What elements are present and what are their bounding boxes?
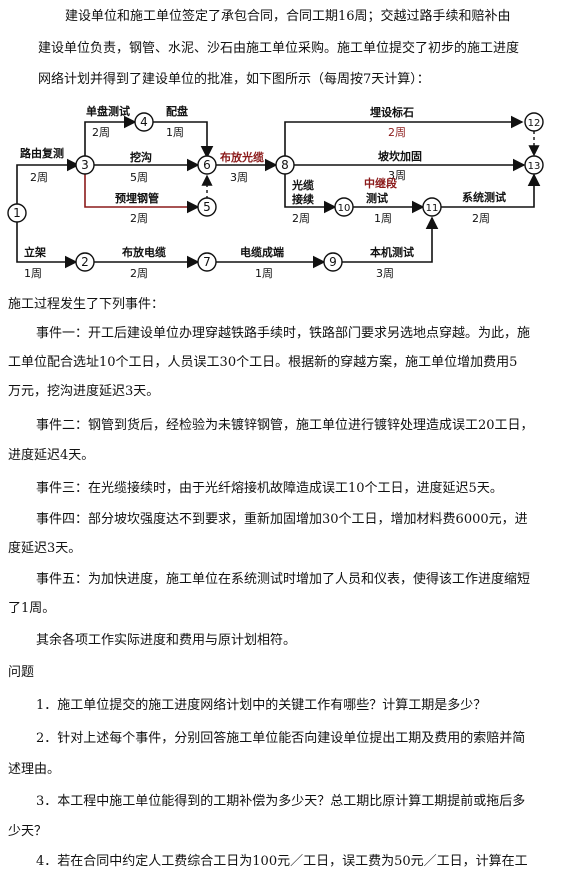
activity-name-local-test: 本机测试 — [370, 245, 414, 259]
activity-name-reel-test: 单盘测试 — [86, 104, 130, 118]
question-1: 1．施工单位提交的施工进度网络计划中的关键工作有哪些？计算工期是多少？ — [36, 698, 487, 713]
node-13: 13 — [528, 161, 541, 172]
node-6: 6 — [203, 158, 211, 172]
node-1: 1 — [13, 206, 21, 220]
activity-duration-trenching: 5周 — [130, 171, 148, 184]
activity-duration-relay-test: 1周 — [374, 212, 392, 225]
activity-name-cable-splicing-1: 光缆 — [291, 178, 314, 192]
activity-duration-system-test: 2周 — [472, 212, 490, 225]
node-5: 5 — [203, 200, 211, 214]
event-5-line-1: 事件五：为加快进度，施工单位在系统测试时增加了人员和仪表，使得该工作进度缩短 — [36, 572, 531, 587]
question-4-line-1: 4．若在合同中约定人工费综合工日为100元／工日，误工费为50元／工日，计算在工 — [36, 854, 528, 869]
activity-name-electric-cable: 布放电缆 — [122, 245, 166, 259]
activity-name-steel-pipe: 预埋钢管 — [115, 191, 159, 205]
edge-1-3 — [16, 158, 80, 204]
node-7: 7 — [203, 255, 211, 269]
activity-duration-local-test: 3周 — [376, 267, 394, 280]
node-2: 2 — [81, 255, 89, 269]
question-3-line-1: 3．本工程中施工单位能得到的工期补偿为多少天？总工期比原计算工期提前或拖后多 — [36, 794, 526, 809]
activity-name-rack-install: 立架 — [24, 245, 46, 259]
edge-4-6 — [153, 121, 214, 159]
intro-line-2: 建设单位负责，钢管、水泥、沙石由施工单位采购。施工单位提交了初步的施工进度 — [38, 41, 520, 56]
event-1-line-1: 事件一：开工后建设单位办理穿越铁路手续时，铁路部门要求另选地点穿越。为此，施 — [36, 326, 531, 341]
node-8: 8 — [281, 158, 289, 172]
edge-8-10 — [284, 174, 337, 214]
activity-name-system-test: 系统测试 — [462, 190, 506, 204]
question-2-line-2: 述理由。 — [8, 762, 61, 777]
activity-duration-cable-termination: 1周 — [255, 267, 273, 280]
activity-name-relay-test-2: 测试 — [366, 191, 388, 205]
questions-heading: 问题 — [8, 665, 35, 680]
node-12: 12 — [528, 118, 541, 129]
activity-duration-marker-stone: 2周 — [388, 126, 406, 139]
node-9: 9 — [329, 255, 337, 269]
activity-duration-cable-laying: 3周 — [230, 171, 248, 184]
intro-line-3: 网络计划并得到了建设单位的批准，如下图所示（每周按7天计算）： — [38, 72, 430, 87]
edge-3-4 — [84, 115, 137, 156]
activity-name-cable-splicing-2: 接续 — [292, 192, 314, 206]
edge-3-5 — [84, 174, 200, 214]
activity-name-slope-reinforce: 坡坎加固 — [378, 149, 422, 163]
question-2-line-1: 2．针对上述每个事件，分别回答施工单位能否向建设单位提出工期及费用的索赔并简 — [36, 731, 526, 746]
node-11: 11 — [426, 203, 439, 214]
activity-duration-reel-test: 2周 — [92, 126, 110, 139]
edge-9-11 — [342, 216, 439, 263]
activity-name-relay-test-1: 中继段 — [364, 176, 397, 190]
event-3-line-1: 事件三：在光缆接续时，由于光纤熔接机故障造成误工10个工日，进度延迟5天。 — [36, 481, 503, 496]
activity-duration-rack-install: 1周 — [24, 267, 42, 280]
activity-duration-route-survey: 2周 — [30, 171, 48, 184]
activity-duration-reel-allocation: 1周 — [166, 126, 184, 139]
events-rest: 其余各项工作实际进度和费用与原计划相符。 — [36, 633, 297, 648]
event-2-line-1: 事件二：钢管到货后，经检验为未镀锌钢管，施工单位进行镀锌处理造成误工20工日， — [36, 418, 534, 433]
event-4-line-1: 事件四：部分坡坎强度达不到要求，重新加固增加30个工日，增加材料费6000元，进 — [36, 512, 528, 527]
activity-name-trenching: 挖沟 — [130, 150, 152, 164]
intro-line-1: 建设单位和施工单位签定了承包合同，合同工期16周；交越过路手续和赔补由 — [65, 9, 511, 24]
events-heading: 施工过程发生了下列事件： — [8, 297, 165, 312]
activity-duration-slope-reinforce: 3周 — [388, 169, 406, 182]
activity-duration-cable-splicing: 2周 — [292, 212, 310, 225]
event-1-line-3: 万元，挖沟进度延迟3天。 — [8, 384, 160, 399]
activity-name-cable-laying: 布放光缆 — [220, 150, 264, 164]
event-2-line-2: 进度延迟4天。 — [8, 448, 95, 463]
activity-duration-steel-pipe: 2周 — [130, 212, 148, 225]
network-diagram: 1 2 3 4 5 6 7 8 9 10 11 12 13 路由复测 2周 单盘… — [0, 92, 583, 292]
activity-name-route-survey: 路由复测 — [20, 146, 64, 160]
activity-name-reel-allocation: 配盘 — [166, 104, 188, 118]
node-3: 3 — [81, 158, 89, 172]
node-4: 4 — [140, 115, 148, 129]
edge-8-12 — [284, 115, 524, 156]
edge-1-2 — [16, 222, 78, 269]
node-10: 10 — [338, 203, 351, 214]
activity-name-marker-stone: 埋设标石 — [370, 105, 414, 119]
event-4-line-2: 度延迟3天。 — [8, 541, 82, 556]
activity-name-cable-termination: 电缆成端 — [240, 245, 284, 259]
event-1-line-2: 工单位配合选址10个工日，人员误工30个工日。根据新的穿越方案，施工单位增加费用… — [8, 355, 518, 370]
activity-duration-electric-cable: 2周 — [130, 267, 148, 280]
event-5-line-2: 了1周。 — [8, 601, 56, 616]
edge-11-13 — [441, 173, 541, 208]
question-3-line-2: 少天？ — [8, 824, 48, 839]
